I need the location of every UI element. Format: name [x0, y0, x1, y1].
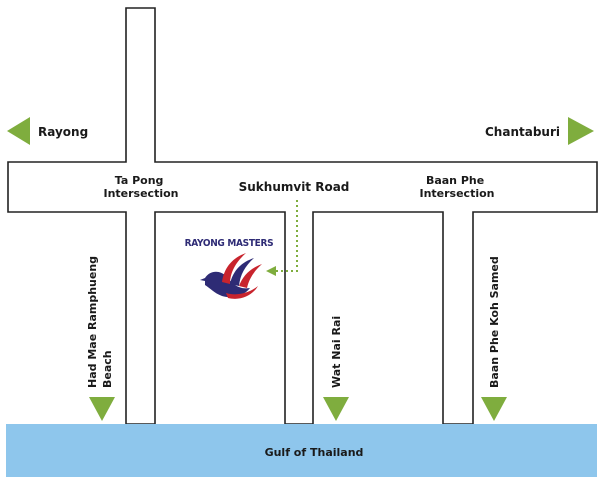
logo-tail	[226, 286, 258, 299]
logo-wing-navy	[230, 258, 254, 286]
main-road-label: Sukhumvit Road	[239, 180, 350, 194]
ta-pong-line-1: Ta Pong	[115, 174, 164, 187]
ta-pong-line-2: Intersection	[103, 187, 178, 200]
sea	[6, 424, 597, 477]
logo-wing-red-2	[239, 264, 262, 288]
rayong-masters-logo: RAYONG MASTERS	[185, 238, 274, 299]
logo-bird-body	[205, 271, 250, 298]
wat-nai-rai-label: Wat Nai Rai	[330, 316, 343, 388]
wat-nai-rai-arrow-icon	[323, 397, 349, 421]
sea-label: Gulf of Thailand	[265, 446, 364, 459]
ta-pong-label: Ta Pong Intersection	[103, 174, 178, 200]
beach-road-label: Had Mae Ramphueng Beach	[86, 252, 114, 388]
samed-arrow-icon	[481, 397, 507, 421]
rayong-label: Rayong	[38, 125, 88, 139]
baan-phe-line-2: Intersection	[419, 187, 494, 200]
samed-road-label: Baan Phe Koh Samed	[488, 256, 501, 388]
chantaburi-arrow-icon	[568, 117, 594, 145]
beach-arrow-icon	[89, 397, 115, 421]
beach-road-line-2: Beach	[101, 350, 114, 388]
baan-phe-line-1: Baan Phe	[426, 174, 484, 187]
chantaburi-label: Chantaburi	[485, 125, 560, 139]
beach-road-line-1: Had Mae Ramphueng	[86, 256, 99, 388]
logo-wing-red-1	[222, 253, 246, 284]
route-arrowhead-icon	[266, 266, 276, 276]
logo-text: RAYONG MASTERS	[185, 238, 274, 249]
baan-phe-label: Baan Phe Intersection	[419, 174, 494, 200]
logo-bird-beak	[200, 278, 205, 281]
rayong-arrow-icon	[7, 117, 30, 145]
route-dotted-line	[276, 200, 298, 272]
